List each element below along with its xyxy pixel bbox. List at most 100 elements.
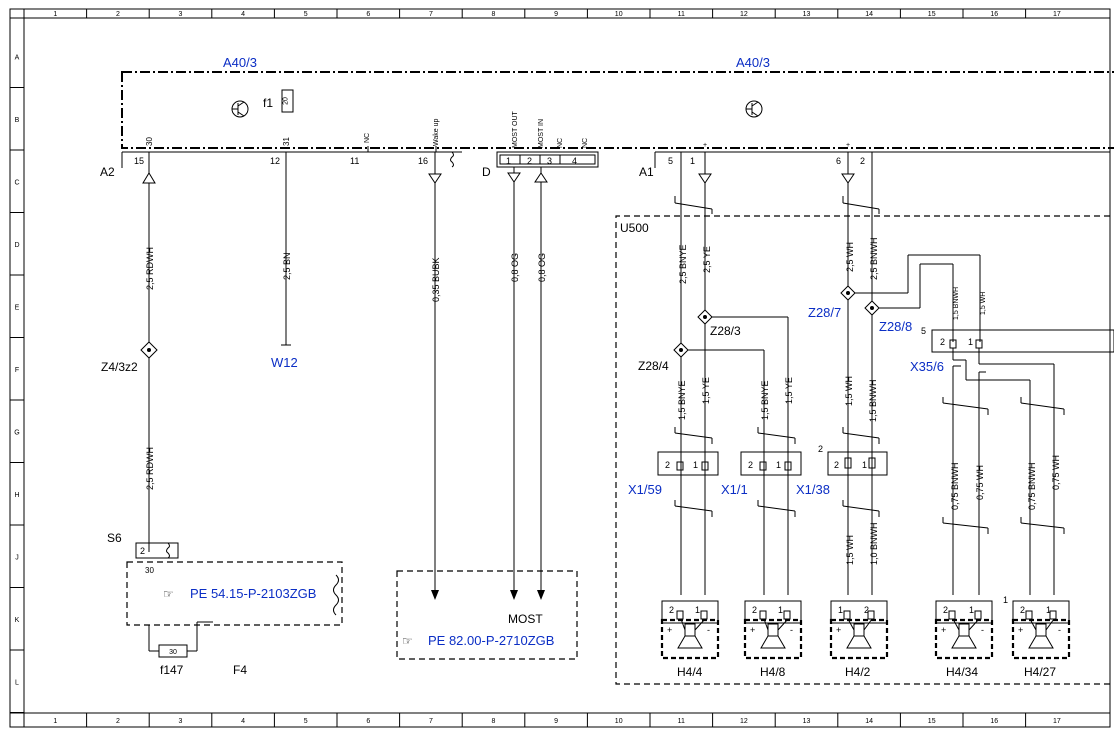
connector-x1-38-box (827, 451, 888, 476)
fuse-f1-symbol (281, 89, 294, 113)
column-label: 2 (116, 718, 120, 725)
svg-text:+: + (941, 625, 946, 635)
svg-text:1: 1 (695, 605, 700, 615)
connector-a1-label: A1 (639, 165, 654, 179)
pin-label: 1 (776, 460, 781, 470)
speaker-h4-34-label: H4/34 (946, 665, 978, 679)
wire-label: 1,5 YE (701, 377, 711, 404)
pin-label: 2 (748, 460, 753, 470)
splice-dot-icon (679, 348, 683, 352)
arrow-down-icon (537, 590, 545, 600)
connector-d-label: D (482, 165, 491, 179)
wire-label: 2,5 BNYE (678, 244, 688, 284)
fuse-f1-label: f1 (263, 96, 273, 110)
pin-label: 5 (921, 326, 926, 336)
arrow-down-icon (510, 590, 518, 600)
speaker-group-label: 1 (1003, 595, 1008, 605)
reference-pe-54: PE 54.15-P-2103ZGB (190, 586, 316, 601)
svg-text:1: 1 (778, 605, 783, 615)
connector-x1-38-label: X1/38 (796, 482, 830, 497)
row-label: E (15, 304, 20, 311)
column-label: 3 (179, 718, 183, 725)
column-label: 9 (554, 718, 558, 725)
column-label: 14 (865, 11, 873, 18)
svg-text:+: + (1018, 625, 1023, 635)
wire-label: 2,5 WH (845, 242, 855, 272)
pin-label: MOST IN (538, 119, 545, 148)
arrow-down-icon (428, 173, 442, 184)
svg-text:-: - (790, 625, 793, 635)
wire-label: 1,5 BNYE (677, 380, 687, 420)
row-label: H (14, 492, 19, 499)
column-label: 7 (429, 718, 433, 725)
pin-label: 15 (134, 156, 144, 166)
column-label: 3 (179, 11, 183, 18)
module-u500-boundary (615, 215, 1110, 685)
wake-coil-icon (450, 151, 454, 168)
pin-label: + (703, 142, 707, 149)
pin-label: 1 (968, 337, 973, 347)
pin-label: 3 (547, 156, 552, 166)
pin-label: 12 (270, 156, 280, 166)
column-label: 17 (1053, 718, 1061, 725)
splice-z28-4-label: Z28/4 (638, 359, 669, 373)
pin-label: + (846, 142, 850, 149)
wire-label: 1,5 WH (980, 292, 987, 315)
svg-text:+: + (750, 625, 755, 635)
column-label: 16 (990, 11, 998, 18)
wire-label: 0,35 BUBK (431, 257, 441, 302)
module-most-label: MOST (508, 612, 543, 626)
row-label: K (15, 617, 20, 624)
connector-x1-1-box (740, 451, 802, 476)
row-label: J (15, 554, 19, 561)
pin-label: 2 (140, 546, 145, 556)
splice-dot-icon (703, 315, 707, 319)
column-label: 6 (366, 11, 370, 18)
arrow-down-icon (507, 172, 521, 183)
svg-text:2: 2 (752, 605, 757, 615)
pin-label: 31 (282, 137, 291, 146)
svg-text:2: 2 (943, 605, 948, 615)
pin-label: 2 (940, 337, 945, 347)
fuse-f1-value: 20 (283, 97, 290, 105)
arrow-down-icon (698, 173, 712, 184)
reference-pe-82: PE 82.00-P-2710ZGB (428, 633, 554, 648)
wire-label: 2,5 BN (282, 252, 292, 280)
arrow-down-icon (431, 590, 439, 600)
module-most-boundary (396, 570, 578, 660)
svg-text:2: 2 (864, 605, 869, 615)
arrow-up-icon (534, 172, 548, 183)
pin-label: 1 (506, 156, 511, 166)
column-label: 12 (740, 718, 748, 725)
column-label: 4 (241, 11, 245, 18)
wire-label: 0,75 WH (1051, 455, 1061, 490)
row-label: C (14, 179, 19, 186)
wire-label: 0,75 BNWH (1027, 462, 1037, 510)
module-f4-label: F4 (233, 663, 247, 677)
speaker-h4-8-label: H4/8 (760, 665, 786, 679)
wire-label: 1,5 WH (844, 376, 854, 406)
splice-z28-7-label: Z28/7 (808, 305, 841, 320)
speaker-h4-2-label: H4/2 (845, 665, 871, 679)
column-label: 5 (304, 718, 308, 725)
pin-label: 11 (350, 156, 359, 166)
row-label: B (15, 117, 20, 124)
arrow-up-icon (142, 172, 156, 184)
reference-hand-icon: ☞ (163, 587, 174, 601)
wire-label: 1,0 BNWH (869, 522, 879, 565)
wire-label: 1,5 BNWH (953, 287, 960, 320)
svg-text:1: 1 (838, 605, 843, 615)
pin-label: 4 (572, 156, 577, 166)
svg-text:+: + (836, 625, 841, 635)
frame-outer (9, 8, 1111, 728)
column-label: 15 (928, 11, 936, 18)
switch-s6-label: S6 (107, 531, 122, 545)
module-a40-left-label: A40/3 (223, 55, 257, 70)
wire-label: 0,75 BNWH (950, 462, 960, 510)
wire-label: 1,5 BNWH (868, 379, 878, 422)
